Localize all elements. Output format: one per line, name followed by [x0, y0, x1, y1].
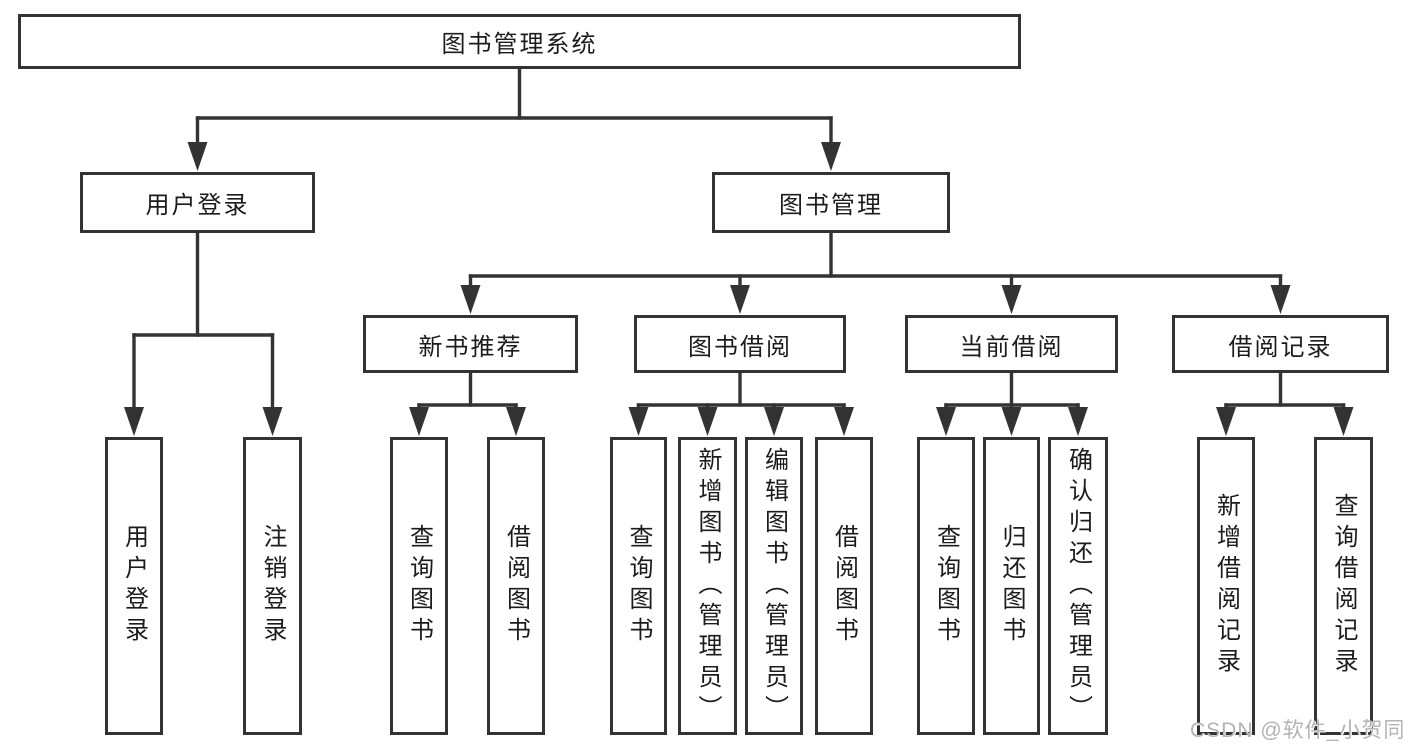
node-leaf-bb-edit: 编辑图书（管理员）: [745, 437, 803, 735]
node-leaf-logout: 注销登录: [243, 437, 302, 735]
node-user-login: 用户登录: [80, 172, 315, 233]
arrowhead-icon: [697, 407, 718, 436]
arrowhead-icon: [730, 285, 750, 314]
node-leaf-cb-return: 归还图书: [983, 437, 1040, 735]
node-label-leaf-br-add: 新增借阅记录: [1212, 493, 1240, 679]
node-label-leaf-cb-confirm: 确认归还（管理员）: [1064, 446, 1092, 726]
node-label-user-login: 用户登录: [145, 192, 250, 219]
node-label-new-book: 新书推荐: [418, 333, 523, 361]
node-label-leaf-nb-borrow: 借阅图书: [502, 524, 530, 648]
node-label-current-borrow: 当前借阅: [959, 333, 1064, 361]
arrowhead-icon: [1333, 407, 1354, 436]
arrowhead-icon: [409, 407, 429, 436]
node-label-leaf-bb-query: 查询图书: [625, 524, 652, 648]
node-book-borrow: 图书借阅: [634, 315, 846, 373]
arrowhead-icon: [262, 407, 283, 436]
node-label-book-borrow: 图书借阅: [688, 333, 792, 361]
node-leaf-bb-query: 查询图书: [610, 437, 667, 735]
node-label-leaf-cb-return: 归还图书: [998, 524, 1025, 648]
node-leaf-cb-confirm: 确认归还（管理员）: [1048, 437, 1108, 735]
node-label-leaf-cb-query: 查询图书: [932, 524, 960, 648]
node-label-leaf-br-query: 查询借阅记录: [1330, 493, 1357, 679]
node-leaf-cb-query: 查询图书: [917, 437, 975, 735]
node-borrow-record: 借阅记录: [1172, 315, 1389, 373]
node-leaf-bb-add: 新增图书（管理员）: [678, 437, 737, 735]
node-current-borrow: 当前借阅: [905, 315, 1118, 373]
node-leaf-nb-query: 查询图书: [390, 437, 448, 735]
node-leaf-user-login: 用户登录: [105, 437, 163, 735]
node-root: 图书管理系统: [18, 14, 1021, 69]
node-label-leaf-nb-query: 查询图书: [405, 524, 433, 648]
arrowhead-icon: [764, 407, 784, 436]
node-label-leaf-bb-borrow: 借阅图书: [830, 524, 858, 648]
arrowhead-icon: [1068, 407, 1088, 436]
node-label-leaf-user-login: 用户登录: [120, 524, 148, 648]
node-label-leaf-logout: 注销登录: [259, 524, 286, 648]
arrowhead-icon: [1001, 407, 1022, 436]
arrowhead-icon: [187, 142, 208, 171]
arrowhead-icon: [628, 407, 649, 436]
node-leaf-nb-borrow: 借阅图书: [487, 437, 545, 735]
node-label-leaf-bb-add: 新增图书（管理员）: [694, 446, 721, 726]
arrowhead-icon: [834, 407, 854, 436]
arrowhead-icon: [821, 142, 841, 171]
node-book-mgmt: 图书管理: [712, 172, 950, 233]
node-leaf-br-add: 新增借阅记录: [1197, 437, 1255, 735]
arrowhead-icon: [1270, 285, 1291, 314]
node-new-book: 新书推荐: [363, 315, 578, 373]
node-leaf-br-query: 查询借阅记录: [1314, 437, 1373, 735]
arrowhead-icon: [1216, 407, 1236, 436]
node-label-borrow-record: 借阅记录: [1228, 333, 1333, 361]
arrowhead-icon: [506, 407, 526, 436]
arrowhead-icon: [124, 407, 144, 436]
arrowhead-icon: [936, 407, 956, 436]
node-leaf-bb-borrow: 借阅图书: [815, 437, 873, 735]
arrowhead-icon: [460, 285, 481, 314]
node-label-root: 图书管理系统: [441, 31, 598, 58]
csdn-watermark: CSDN @软件_小贺同学: [1190, 719, 1405, 742]
node-label-book-mgmt: 图书管理: [779, 192, 883, 219]
node-label-leaf-bb-edit: 编辑图书（管理员）: [760, 446, 788, 726]
arrowhead-icon: [1001, 285, 1022, 314]
